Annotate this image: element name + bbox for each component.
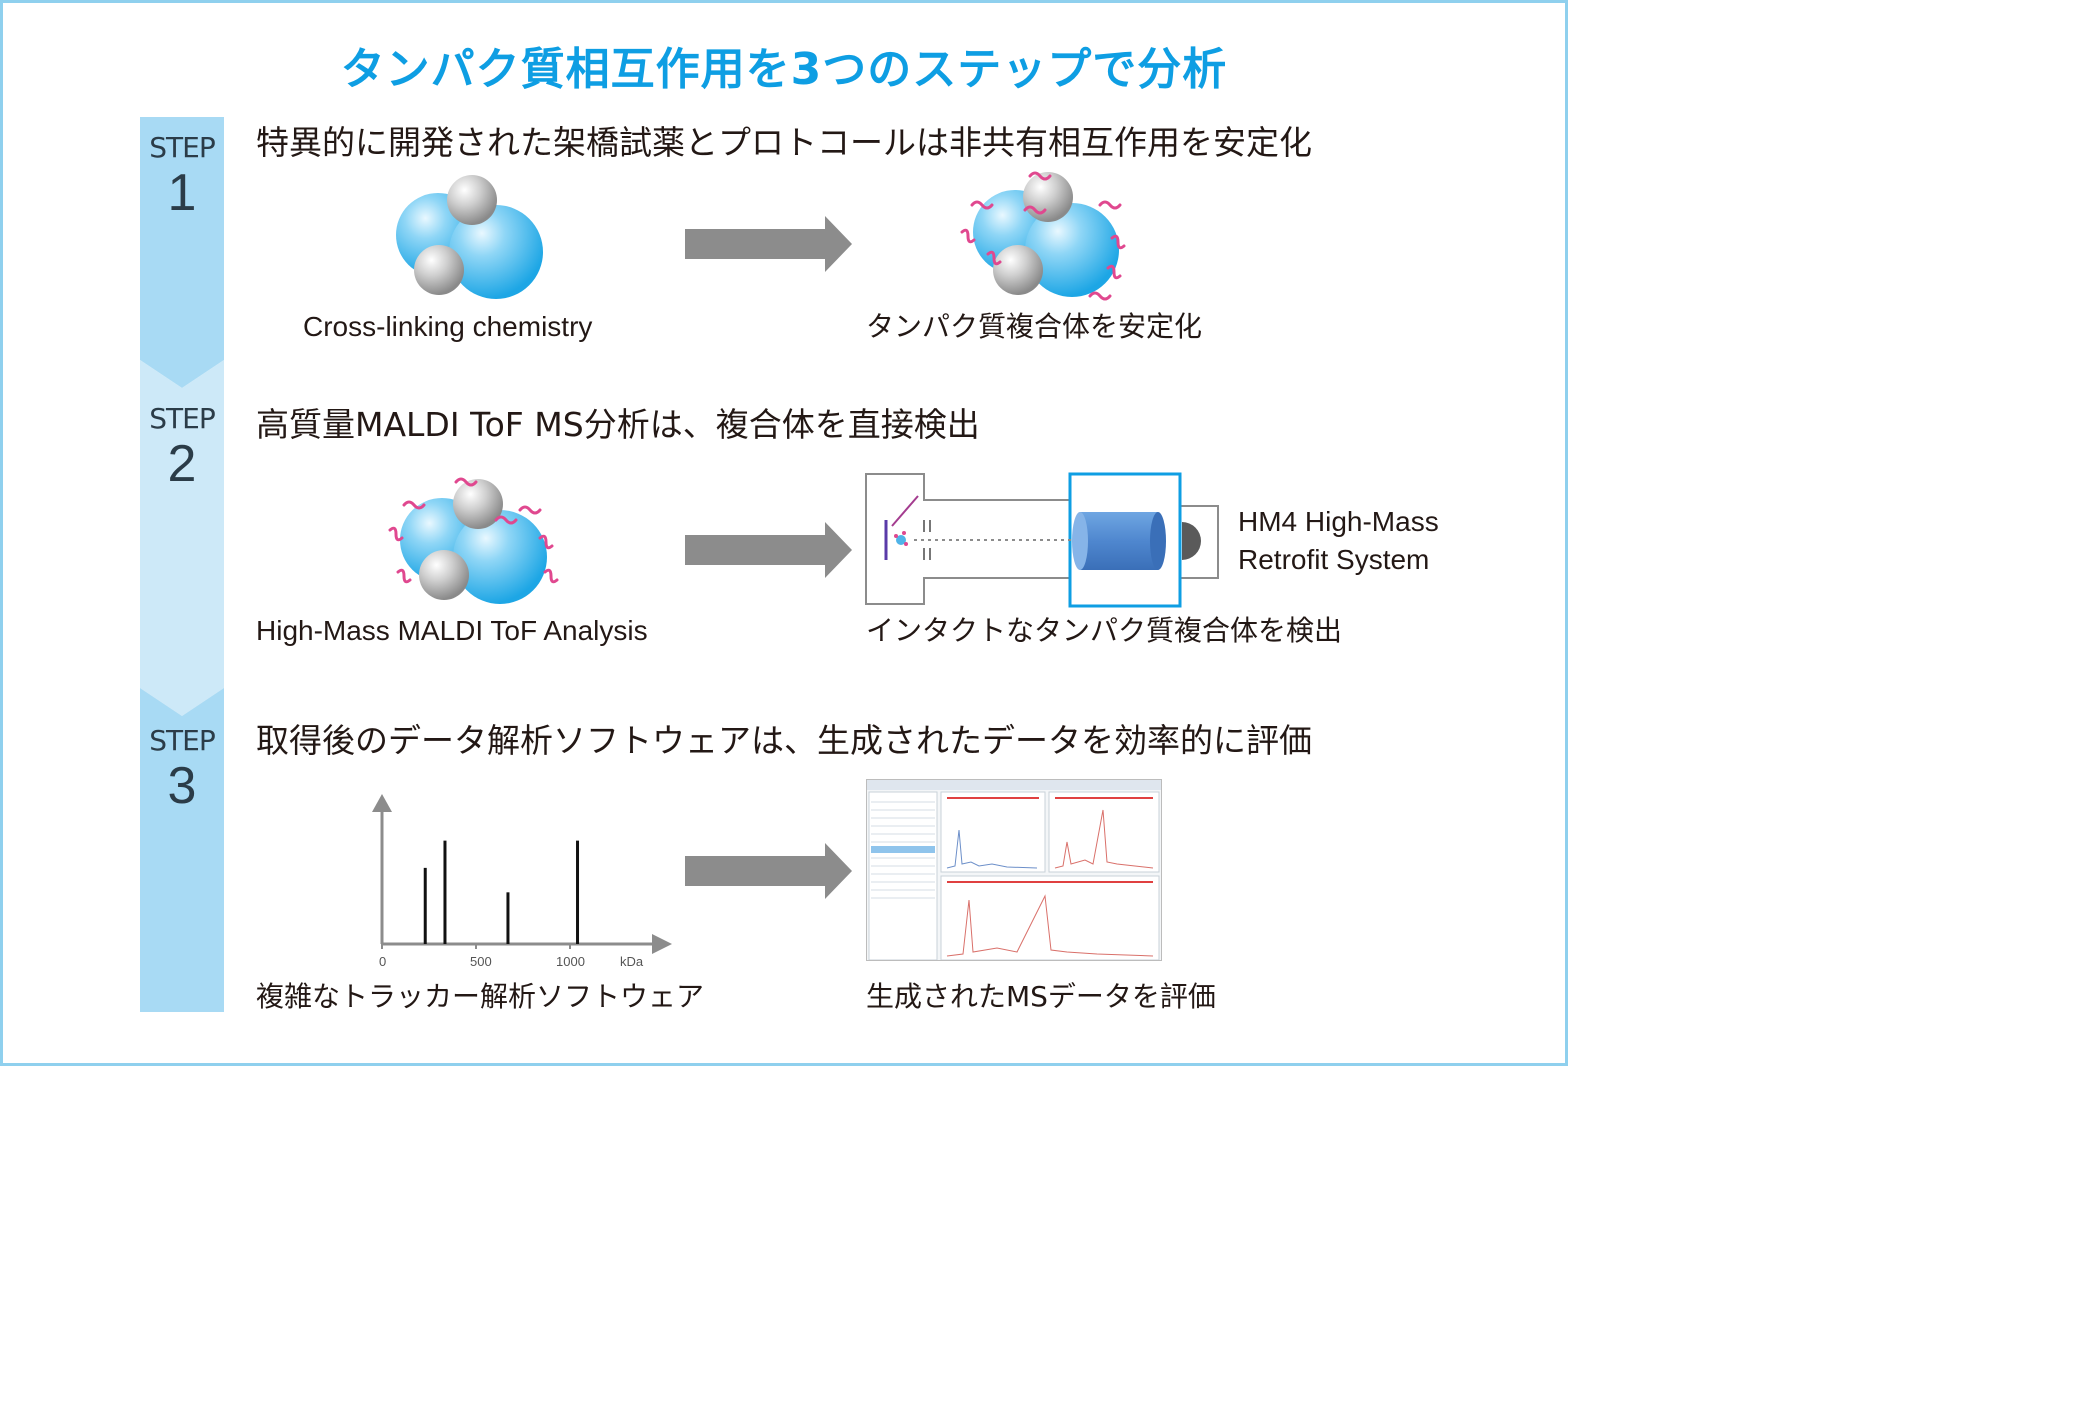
x-axis-unit: kDa: [620, 954, 644, 969]
x-tick-label: 1000: [556, 954, 585, 969]
step-number: 1: [167, 164, 197, 222]
step-1-left-caption: Cross-linking chemistry: [303, 311, 593, 342]
step-2-right-caption: インタクトなタンパク質複合体を検出: [866, 614, 1343, 647]
instrument-label-line: Retrofit System: [1238, 544, 1430, 575]
step-2-left-caption: High-Mass MALDI ToF Analysis: [256, 615, 648, 646]
illustrations: [372, 171, 1219, 954]
step-2-heading: 高質量MALDI ToF MS分析は、複合体を直接検出: [256, 405, 980, 444]
x-axis-arrowhead: [652, 934, 672, 954]
step-word: STEP: [149, 724, 215, 757]
instrument-label: HM4 High-Mass Retrofit System: [1238, 503, 1439, 579]
step-3-bar: [140, 688, 224, 1012]
protein-molecule: [396, 175, 543, 299]
maldi-tof-schematic: [865, 472, 1219, 608]
step-1-bar: [140, 117, 224, 388]
arrow-icon: [685, 522, 852, 578]
software-screenshot: [866, 779, 1162, 961]
step-3-right-caption: 生成されたMSデータを評価: [866, 980, 1216, 1013]
step-3-heading: 取得後のデータ解析ソフトウェアは、生成されたデータを効率的に評価: [256, 721, 1312, 760]
step-2-bar: [140, 360, 224, 716]
step-3-label: STEP 3: [140, 710, 224, 814]
stabilized-complex: [960, 171, 1126, 301]
page-frame: [0, 0, 1568, 1066]
page-title: タンパク質相互作用を3つのステップで分析: [340, 44, 1228, 95]
step-number: 3: [167, 757, 197, 815]
arrow-icon: [685, 843, 852, 899]
protein-complex: [388, 477, 559, 604]
step-1-right-caption: タンパク質複合体を安定化: [866, 310, 1203, 343]
y-axis-arrowhead: [372, 794, 392, 812]
step-2-label: STEP 2: [140, 388, 224, 492]
x-tick-label: 0: [379, 954, 387, 969]
step-number: 2: [167, 435, 197, 493]
step-word: STEP: [149, 131, 215, 164]
step-1-heading: 特異的に開発された架橋試薬とプロトコールは非共有相互作用を安定化: [256, 123, 1312, 162]
instrument-label-line: HM4 High-Mass: [1238, 506, 1439, 537]
step-1-label: STEP 1: [140, 117, 224, 221]
arrow-icon: [685, 216, 852, 272]
x-tick-label: 500: [470, 954, 492, 969]
step-bars: [140, 117, 224, 1012]
step-3-left-caption: 複雑なトラッカー解析ソフトウェア: [256, 980, 705, 1013]
mass-spectrum-chart: [372, 794, 672, 954]
step-word: STEP: [149, 402, 215, 435]
software-screenshot-graphic: [867, 780, 1161, 960]
